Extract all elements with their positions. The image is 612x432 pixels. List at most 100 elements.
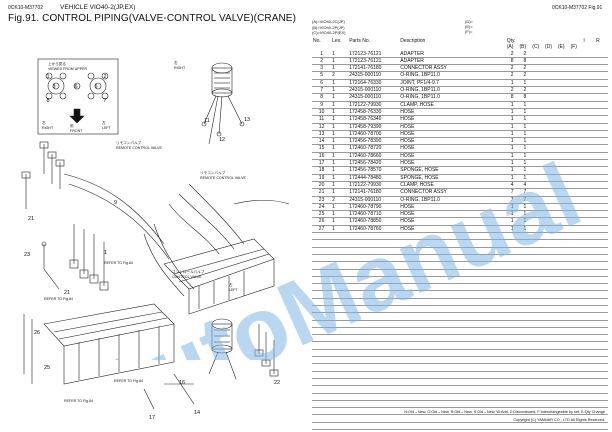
empty-cell — [544, 233, 557, 240]
part-row-number: 172458-79390 — [349, 123, 382, 130]
part-row-description: JOINT, PF1/4-9.7 — [400, 79, 439, 86]
part-row-qty-a: 2 — [510, 87, 514, 94]
part-row-empty-cell — [531, 174, 544, 181]
table-row-empty — [312, 393, 608, 401]
empty-cell — [531, 247, 544, 254]
empty-cell — [570, 342, 583, 349]
empty-cell — [595, 393, 608, 400]
empty-cell — [531, 364, 544, 371]
part-row-empty-cell — [531, 189, 544, 196]
empty-cell — [544, 400, 557, 407]
empty-cell — [331, 342, 348, 349]
part-row-empty-cell — [595, 79, 608, 86]
part-row-qty-a: 7 — [510, 196, 514, 203]
part-row-empty-cell — [531, 79, 544, 86]
empty-cell — [331, 335, 348, 342]
svg-text:3: 3 — [52, 84, 55, 90]
empty-cell — [531, 233, 544, 240]
refer-label-4: REFER TO Fig.84 — [64, 399, 93, 403]
part-row-no: 25 — [318, 211, 325, 218]
empty-cell — [557, 298, 570, 305]
part-row-empty-cell — [544, 196, 557, 203]
empty-cell — [519, 349, 532, 356]
empty-cell — [506, 327, 519, 334]
empty-cell — [582, 298, 595, 305]
svg-text:23: 23 — [24, 252, 30, 258]
part-row-number: 172458-76330 — [349, 108, 382, 115]
empty-cell — [595, 342, 608, 349]
table-row-empty — [312, 298, 608, 306]
remote-valve-left-fittings — [21, 141, 170, 260]
part-row-empty-cell — [570, 203, 583, 210]
remote-valve-right — [201, 62, 245, 145]
part-row-lev: 1 — [332, 57, 335, 64]
table-row-empty — [312, 342, 608, 350]
svg-text:16: 16 — [179, 380, 185, 386]
part-row-empty-cell — [544, 72, 557, 79]
part-row-empty-cell — [557, 181, 570, 188]
part-row-empty-cell — [557, 51, 570, 58]
empty-cell — [348, 298, 399, 305]
empty-cell — [595, 240, 608, 247]
empty-cell — [331, 262, 348, 269]
part-row-number: 24315-000110 — [349, 72, 382, 79]
part-row-qty-b: 1 — [523, 152, 527, 159]
part-row-qty-b: 1 — [523, 145, 527, 152]
empty-cell — [399, 422, 505, 429]
part-row-lev: 1 — [332, 123, 335, 130]
empty-cell — [544, 240, 557, 247]
part-row-empty-cell — [557, 108, 570, 115]
col-qty-b: (B) — [519, 44, 527, 51]
empty-cell — [531, 284, 544, 291]
empty-cell — [544, 247, 557, 254]
empty-cell — [557, 393, 570, 400]
part-row-no: 7 — [320, 87, 323, 94]
part-row-no: 12 — [318, 123, 325, 130]
part-row-empty-cell — [595, 101, 608, 108]
empty-cell — [348, 386, 399, 393]
empty-cell — [348, 291, 399, 298]
part-row-no: 13 — [318, 130, 325, 137]
part-row-empty-cell — [531, 116, 544, 123]
table-subheader-row: (A) (B) (C) (D) (E) (F) — [312, 44, 608, 50]
empty-cell — [557, 291, 570, 298]
part-row-empty-cell — [582, 130, 595, 137]
empty-cell — [519, 364, 532, 371]
part-row-lev: 1 — [332, 174, 335, 181]
part-row-qty-a: 1 — [510, 79, 514, 86]
part-row-empty-cell — [595, 65, 608, 72]
part-row-empty-cell — [570, 51, 583, 58]
empty-cell — [544, 378, 557, 385]
empty-cell — [570, 298, 583, 305]
part-row-qty-b: 2 — [523, 87, 527, 94]
table-row-empty — [312, 335, 608, 342]
empty-cell — [531, 313, 544, 320]
empty-cell — [595, 298, 608, 305]
part-row-number: 172460-78850 — [349, 218, 382, 225]
empty-cell — [331, 393, 348, 400]
empty-cell — [331, 371, 348, 378]
part-row-description: O-RING, 1BP11.0 — [400, 196, 440, 203]
part-row-description: HOSE — [400, 218, 415, 225]
part-row-lev: 1 — [332, 50, 335, 57]
part-row-empty-cell — [582, 211, 595, 218]
hose-bundle — [143, 183, 290, 297]
part-row-empty-cell — [582, 72, 595, 79]
part-row-no: 8 — [320, 94, 323, 101]
empty-cell — [544, 305, 557, 312]
part-row-empty-cell — [570, 174, 583, 181]
part-row-number: 172444-78480 — [349, 174, 382, 181]
empty-cell — [348, 371, 399, 378]
empty-cell — [399, 284, 505, 291]
svg-text:11: 11 — [204, 118, 210, 124]
empty-cell — [531, 320, 544, 327]
empty-cell — [557, 254, 570, 261]
svg-text:21: 21 — [64, 290, 70, 296]
empty-cell — [331, 320, 348, 327]
empty-cell — [595, 371, 608, 378]
empty-cell — [506, 298, 519, 305]
